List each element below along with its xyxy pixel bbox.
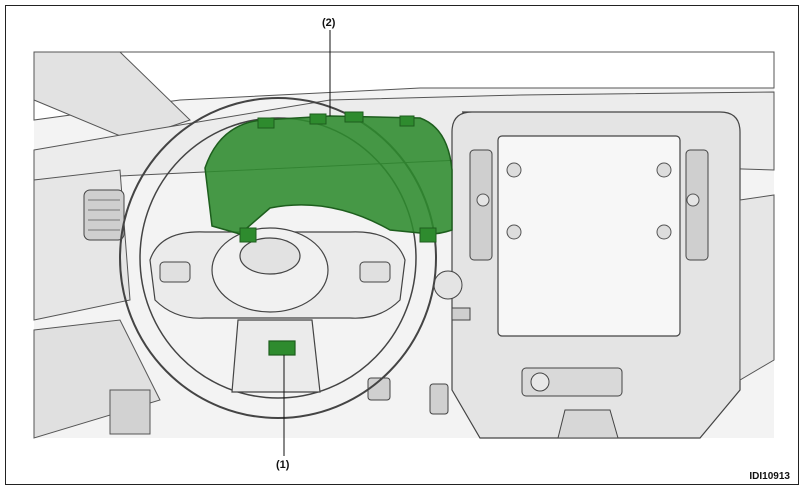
callout-label-1: (1) [276, 459, 290, 471]
center-display [497, 135, 681, 337]
emblem [239, 237, 301, 275]
combination-meter-highlight [204, 111, 453, 243]
steering-wheel [119, 97, 437, 419]
callout-label-2: (2) [322, 17, 336, 29]
drawing-area [33, 51, 775, 439]
figure-id: IDI10913 [749, 471, 790, 482]
component-1-highlight [268, 340, 296, 356]
